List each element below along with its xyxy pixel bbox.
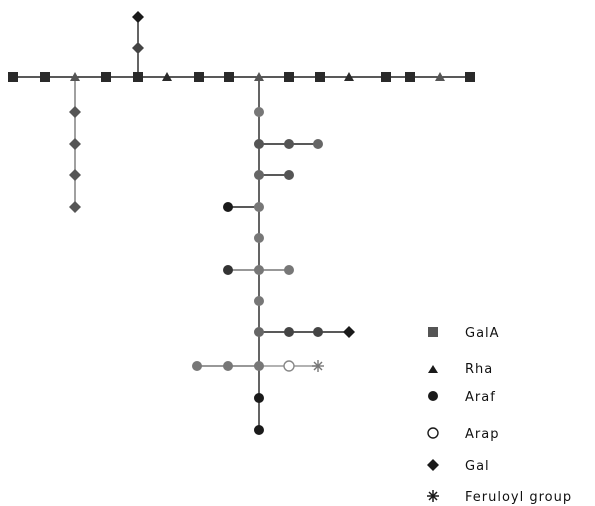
galA-square-5 [194, 72, 204, 82]
araf-circle [192, 361, 202, 371]
galA-square-1 [8, 72, 18, 82]
rha-triangle-3 [254, 72, 264, 81]
legend-label-rha: Rha [465, 362, 493, 377]
galA-square-9 [381, 72, 391, 82]
galA-square-3 [101, 72, 111, 82]
araf-circle [254, 202, 264, 212]
bond-lines [13, 17, 470, 430]
araf-circle [254, 296, 264, 306]
araf-circle [284, 265, 294, 275]
rha-triangle-2 [162, 72, 172, 81]
araf-circle [254, 361, 264, 371]
araf-circle [223, 265, 233, 275]
araf-circle [254, 425, 264, 435]
legend-label-feruloyl: Feruloyl group [465, 490, 572, 505]
galA-square-6 [224, 72, 234, 82]
rha-triangle-4 [344, 72, 354, 81]
araf-circle [254, 233, 264, 243]
gal-side-chains [69, 11, 355, 338]
araf-circle [313, 139, 323, 149]
feruloyl-asterisk [312, 360, 324, 372]
araf-circle [254, 265, 264, 275]
legend-square-icon [428, 327, 438, 337]
galA-square-8 [315, 72, 325, 82]
rha-triangle-5 [435, 72, 445, 81]
legend-diamond-icon [427, 459, 439, 471]
backbone [8, 72, 475, 82]
legend-label-araf: Araf [465, 390, 496, 405]
araf-circle [254, 393, 264, 403]
araf-circle [254, 139, 264, 149]
legend-triangle-icon [428, 365, 438, 373]
legend-label-gal: Gal [465, 459, 490, 474]
araf-residues [192, 107, 324, 435]
araf-circle [284, 170, 294, 180]
araf-circle [254, 170, 264, 180]
gal-diamond [132, 11, 144, 23]
araf-circle [254, 327, 264, 337]
galA-square-4 [133, 72, 143, 82]
araf-circle [284, 139, 294, 149]
legend: GalA Rha Araf Arap Gal Feruloyl group [427, 326, 572, 505]
legend-open-circle-icon [427, 427, 439, 439]
gal-diamond [132, 42, 144, 54]
gal-diamond [69, 106, 81, 118]
araf-circle [223, 361, 233, 371]
gal-diamond [343, 326, 355, 338]
gal-diamond [69, 169, 81, 181]
araf-circle [223, 202, 233, 212]
arap-open-circle [283, 360, 295, 372]
galA-square-7 [284, 72, 294, 82]
gal-diamond [69, 201, 81, 213]
araf-circle [313, 327, 323, 337]
galA-square-2 [40, 72, 50, 82]
legend-label-arap: Arap [465, 427, 499, 442]
gal-diamond [69, 138, 81, 150]
legend-asterisk-icon [427, 490, 439, 502]
rha-triangle-1 [70, 72, 80, 81]
legend-filled-circle-icon [428, 391, 438, 401]
araf-circle [284, 327, 294, 337]
legend-label-gala: GalA [465, 326, 500, 341]
galA-square-11 [465, 72, 475, 82]
araf-circle [254, 107, 264, 117]
galA-square-10 [405, 72, 415, 82]
